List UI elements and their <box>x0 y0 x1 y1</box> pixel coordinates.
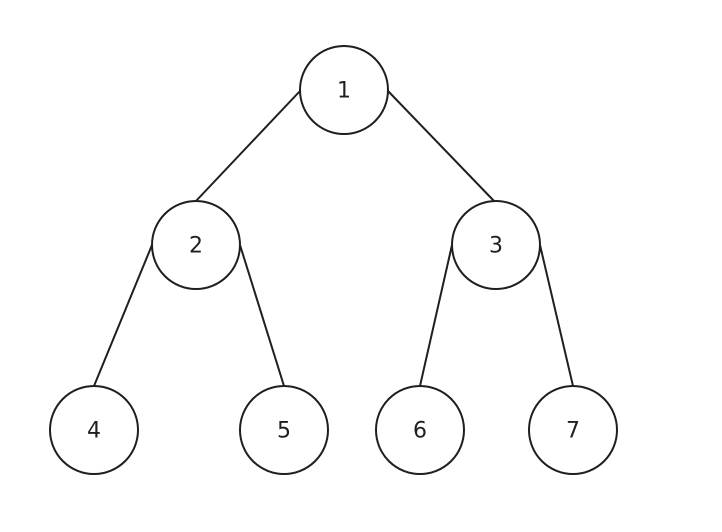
node-label: 3 <box>489 234 503 259</box>
edge-3-7 <box>539 244 574 387</box>
node-circle <box>49 385 139 475</box>
node-circle <box>375 385 465 475</box>
node-circle <box>451 200 541 290</box>
edges-layer <box>93 90 574 387</box>
tree-node-7: 7 <box>528 385 618 475</box>
tree-node-3: 3 <box>451 200 541 290</box>
node-label: 7 <box>566 419 580 444</box>
node-circle <box>239 385 329 475</box>
node-label: 6 <box>413 419 427 444</box>
tree-node-4: 4 <box>49 385 139 475</box>
node-circle <box>528 385 618 475</box>
edge-1-3 <box>387 90 495 202</box>
node-label: 2 <box>189 234 203 259</box>
edge-1-2 <box>195 90 301 202</box>
edge-2-5 <box>239 244 285 387</box>
tree-node-1: 1 <box>299 45 389 135</box>
node-circle <box>299 45 389 135</box>
node-label: 5 <box>277 419 291 444</box>
tree-node-6: 6 <box>375 385 465 475</box>
node-label: 1 <box>337 79 351 104</box>
node-label: 4 <box>87 419 101 444</box>
nodes-layer: 1 2 3 4 5 6 7 <box>49 45 618 475</box>
node-circle <box>151 200 241 290</box>
tree-node-5: 5 <box>239 385 329 475</box>
edge-3-6 <box>419 244 453 387</box>
edge-2-4 <box>93 244 153 387</box>
tree-node-2: 2 <box>151 200 241 290</box>
